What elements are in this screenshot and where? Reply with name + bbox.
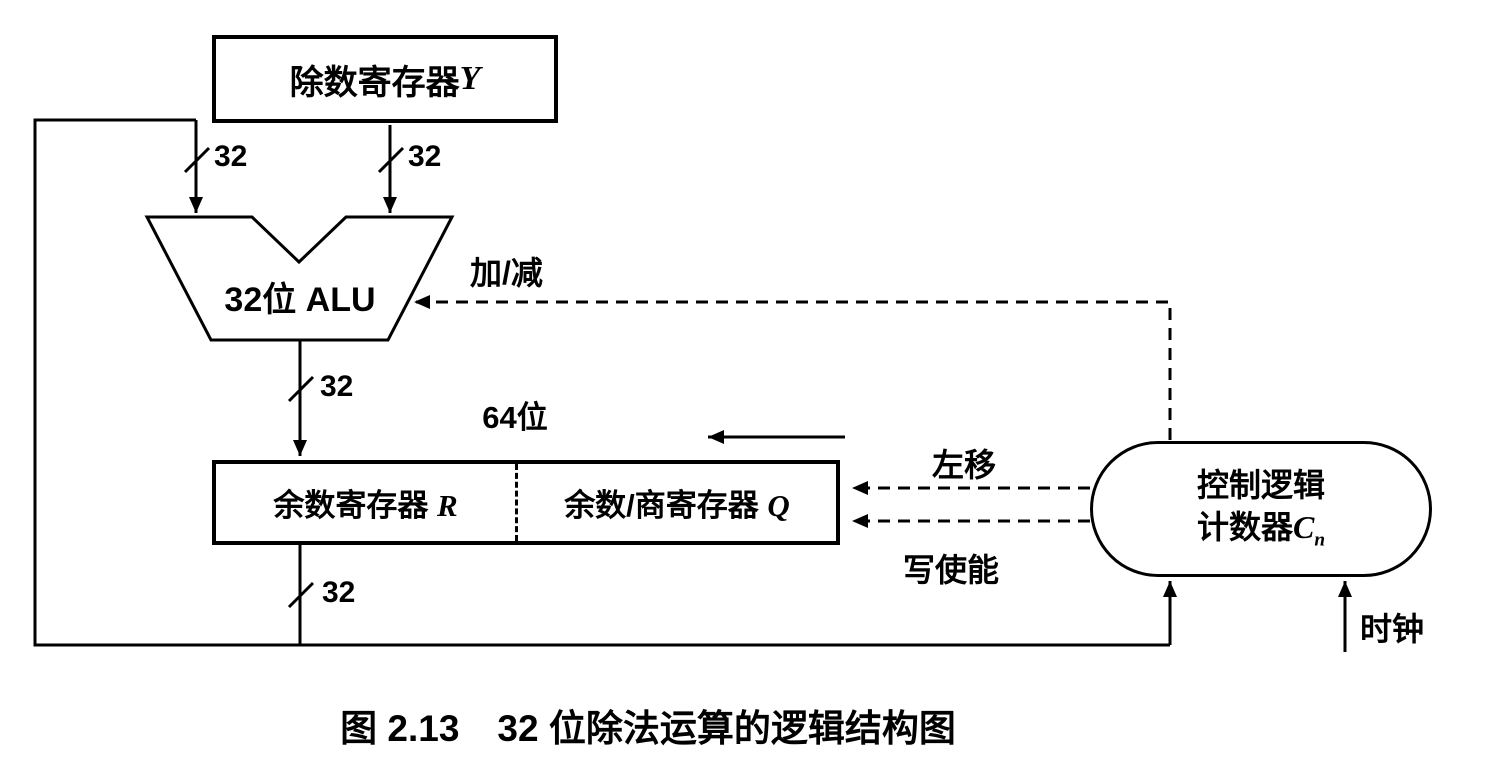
control-logic-line1: 控制逻辑 [1196,467,1325,504]
divisor-register-label: 除数寄存器 [289,63,460,102]
bus-slash-alu-output [287,375,315,403]
control-logic-var-sub: n [1314,529,1326,551]
figure-caption-number: 图 2.13 [340,708,460,749]
bus-width-divisor-input: 32 [408,140,442,173]
bus-slash-remainder-output [287,581,315,609]
bus-width-feedback-input: 32 [214,140,248,173]
bus-width-remainder-output: 32 [322,576,356,609]
control-logic-line2: 计数器Cn [1197,507,1325,553]
register-width-label: 64位 [482,400,548,435]
control-logic-var: C [1293,508,1315,545]
remainder-register-label: 余数寄存器 [273,488,437,523]
quotient-register-label: 余数/商寄存器 [564,488,768,523]
control-logic-box: 控制逻辑 计数器Cn [1090,441,1432,577]
quotient-register-cell: 余数/商寄存器 Q [518,464,836,541]
figure-caption-title: 32 位除法运算的逻辑结构图 [497,708,956,749]
remainder-register-cell: 余数寄存器 R [216,464,518,541]
remainder-register-var: R [436,488,458,523]
clock-signal-label: 时钟 [1360,611,1425,647]
write-enable-signal-label: 写使能 [903,552,1000,588]
divisor-register-box: 除数寄存器 Y [212,35,558,123]
remainder-quotient-register-box: 余数寄存器 R 余数/商寄存器 Q [212,460,840,545]
bus-width-alu-output: 32 [320,370,354,403]
figure-caption: 图 2.13 32 位除法运算的逻辑结构图 [0,698,1296,752]
alu-label: 32位 ALU [224,281,376,319]
quotient-register-var: Q [767,488,790,523]
bus-slash-divisor-input [377,146,405,174]
control-wire-add-sub [414,295,1172,440]
add-sub-signal-label: 加/减 [470,255,543,291]
feedback-wire-loop [33,118,1170,647]
divisor-register-var: Y [459,60,481,97]
control-logic-counter-label: 计数器 [1196,508,1293,545]
shift-left-signal-label: 左移 [932,447,997,483]
alu-shape [144,215,455,342]
bus-slash-feedback-input [183,146,211,174]
